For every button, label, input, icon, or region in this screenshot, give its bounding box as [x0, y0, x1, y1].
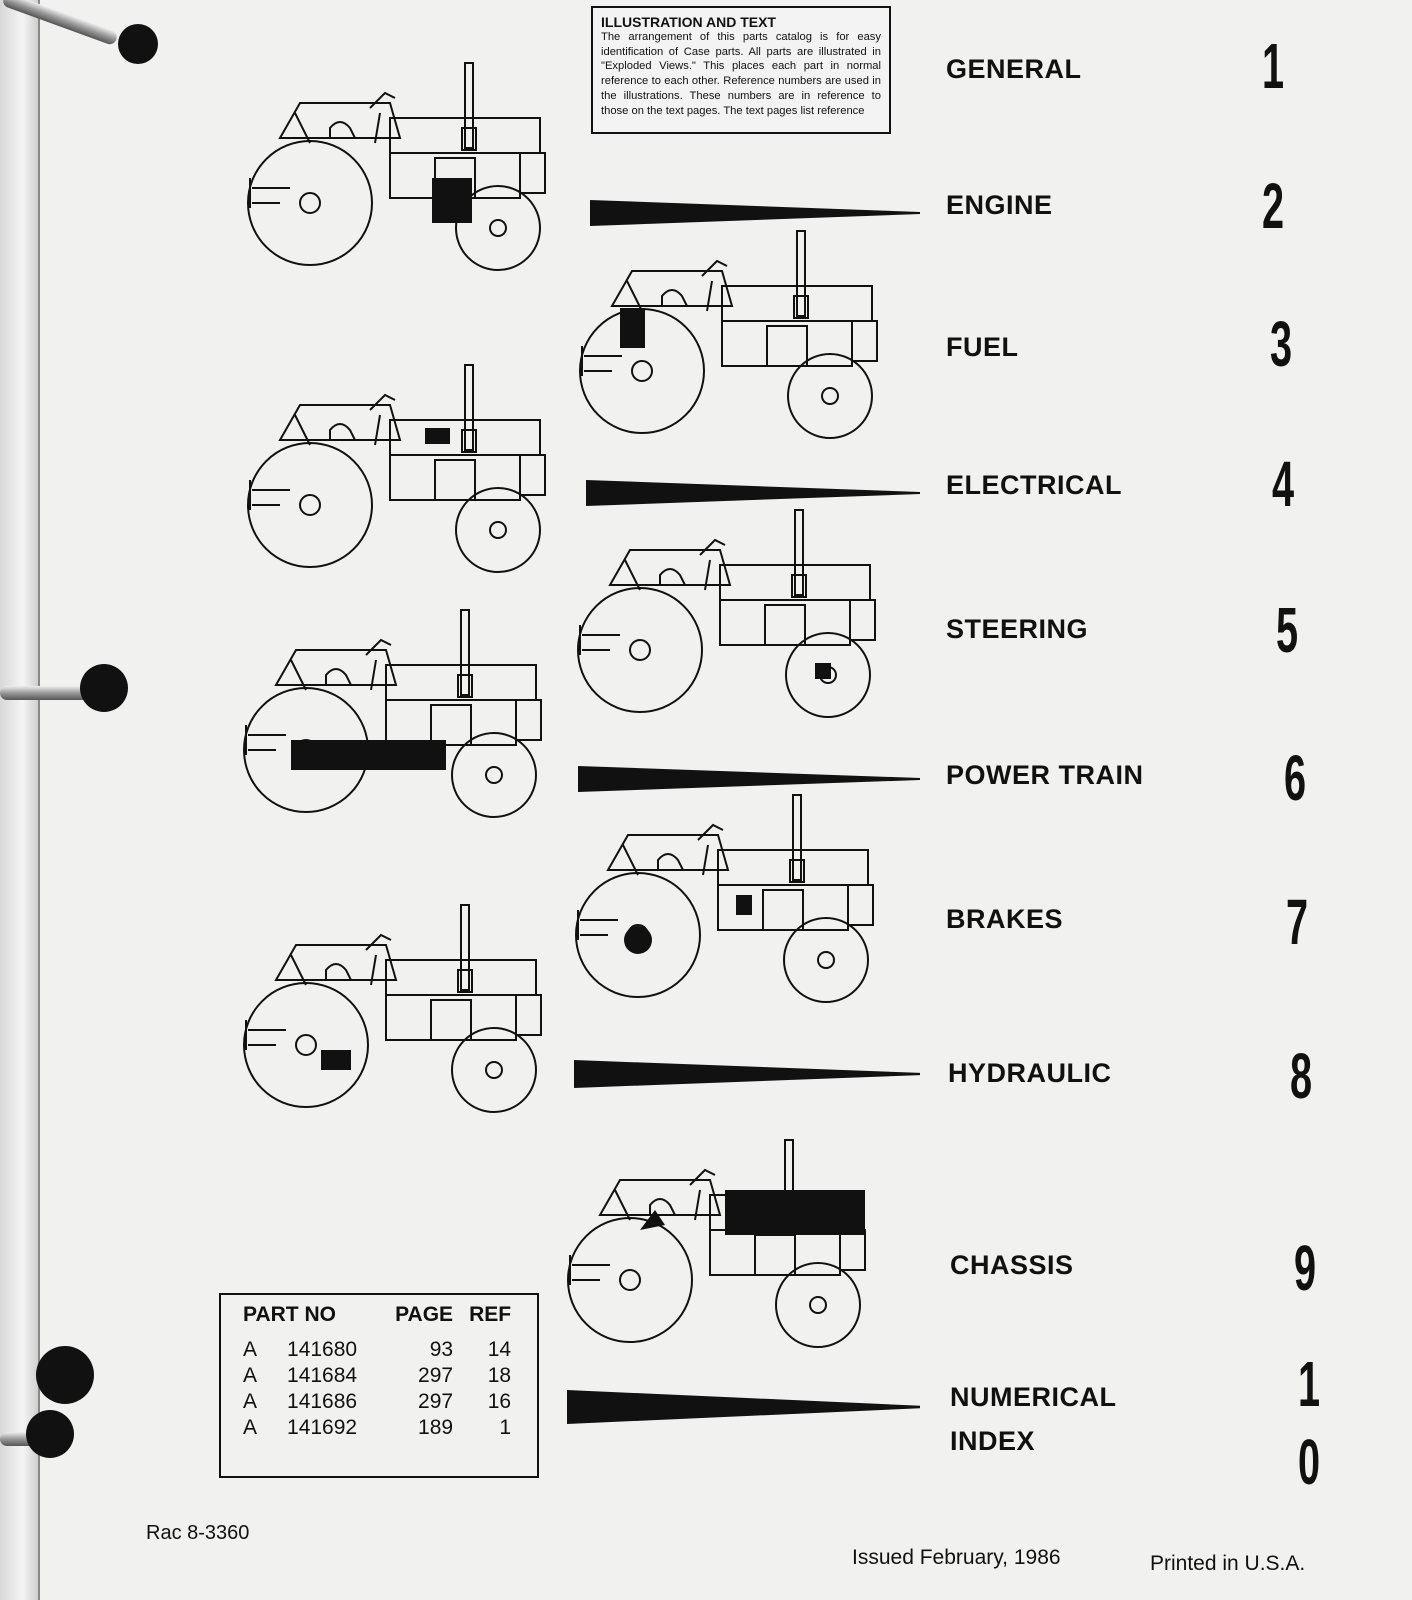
document-number: Rac 8-3360 [146, 1522, 250, 1544]
section-number-8: 8 [1290, 1040, 1313, 1112]
binder-hole [36, 1346, 94, 1404]
section-label-fuel: FUEL [946, 332, 1019, 362]
section-number-9: 9 [1294, 1232, 1317, 1304]
pointer-wedge-electrical [586, 480, 920, 506]
table-row: A 141686 297 16 [235, 1389, 519, 1415]
page: 297 [418, 1390, 454, 1413]
tractor-illustration-brakes [568, 790, 888, 1010]
table-row: A 141680 93 14 [235, 1337, 519, 1363]
section-label-index: INDEX [950, 1426, 1036, 1456]
binder-hole [118, 24, 158, 64]
section-label-electrical: ELECTRICAL [946, 470, 1122, 500]
section-number-3: 3 [1270, 308, 1293, 380]
tractor-illustration-chassis [560, 1135, 880, 1355]
tractor-illustration-general [240, 58, 560, 278]
part-no: 141692 [287, 1416, 358, 1439]
section-label-hydraulic: HYDRAULIC [948, 1058, 1112, 1088]
page: 189 [418, 1416, 454, 1439]
part-no: 141680 [287, 1338, 358, 1361]
section-number-2: 2 [1262, 170, 1285, 242]
binder-edge [0, 0, 40, 1600]
tractor-illustration-fuel [572, 226, 892, 446]
part-no: 141686 [287, 1390, 358, 1413]
section-label-chassis: CHASSIS [950, 1250, 1074, 1280]
ref: 14 [487, 1338, 512, 1361]
tractor-illustration-steering [570, 505, 890, 725]
binder-hole [26, 1410, 74, 1458]
section-number-4: 4 [1272, 448, 1295, 520]
pointer-wedge-engine [590, 200, 920, 226]
prefix: A [243, 1338, 258, 1361]
ref: 16 [487, 1390, 512, 1413]
ref: 18 [487, 1364, 512, 1387]
section-label-general: GENERAL [946, 54, 1082, 84]
pointer-wedge-hydraulic [574, 1060, 920, 1088]
binder-ring [0, 686, 100, 700]
binder-hole [80, 664, 128, 712]
section-label-engine: ENGINE [946, 190, 1053, 220]
page: 93 [429, 1338, 454, 1361]
illustration-and-text-box: ILLUSTRATION AND TEXT The arrangement of… [591, 6, 891, 134]
header-ref: REF [469, 1303, 512, 1326]
tractor-illustration-electrical [240, 360, 560, 580]
info-box-title: ILLUSTRATION AND TEXT [601, 14, 776, 30]
section-number-10-first-digit: 1 [1298, 1348, 1321, 1420]
pointer-wedge-power-train [578, 766, 920, 792]
table-row: A 141684 297 18 [235, 1363, 519, 1389]
issued-date: Issued February, 1986 [852, 1546, 1061, 1569]
section-number-5: 5 [1276, 594, 1299, 666]
prefix: A [243, 1416, 258, 1439]
header-page: PAGE [395, 1303, 454, 1326]
header-part-no: PART NO [243, 1303, 336, 1326]
page: 297 [418, 1364, 454, 1387]
section-number-6: 6 [1284, 742, 1307, 814]
tractor-illustration-hydraulic [236, 900, 556, 1120]
section-label-power-train: POWER TRAIN [946, 760, 1144, 790]
section-number-7: 7 [1286, 886, 1309, 958]
part-no: 141684 [287, 1364, 358, 1387]
table-row: A 141692 189 1 [235, 1415, 519, 1441]
section-label-numerical: NUMERICAL [950, 1382, 1117, 1412]
example-parts-table: PART NO PAGE REF A 141680 93 14 A 141684… [219, 1293, 539, 1478]
section-number-10-second-digit: 0 [1298, 1426, 1321, 1498]
pointer-wedge-numerical-index [567, 1390, 920, 1424]
section-number-1: 1 [1262, 30, 1285, 102]
info-box-body: The arrangement of this parts catalog is… [601, 31, 881, 117]
ref: 1 [499, 1416, 512, 1439]
printed-in: Printed in U.S.A. [1150, 1552, 1306, 1575]
prefix: A [243, 1364, 258, 1387]
tractor-illustration-power-train [236, 605, 556, 825]
section-label-steering: STEERING [946, 614, 1089, 644]
prefix: A [243, 1390, 258, 1413]
section-label-brakes: BRAKES [946, 904, 1064, 934]
